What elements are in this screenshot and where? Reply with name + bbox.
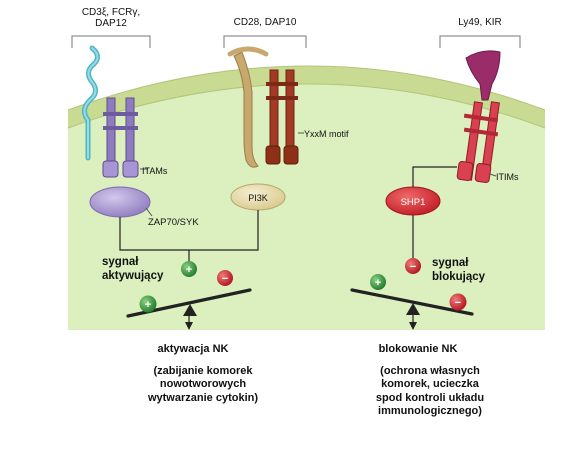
zap70-syk-label: ZAP70/SYK (148, 217, 199, 228)
inhibition-outcome: blokowanie NK (ochrona własnych komorek,… (350, 343, 510, 419)
itams-label: ITAMs (142, 166, 168, 176)
activation-description-line: nowotworowych (159, 378, 247, 390)
receptor-label-left: CD3ξ, FCRγ, DAP12 (72, 7, 150, 29)
inhibitory-signal-line: blokujący (432, 271, 486, 283)
minus-weight-icon (449, 293, 467, 311)
receptor-label-middle: CD28, DAP10 (233, 17, 297, 28)
cell-membrane (68, 66, 545, 128)
minus-glyph: − (455, 297, 461, 309)
plus-glyph: + (375, 277, 381, 289)
activating-signal-line: sygnał (102, 256, 139, 268)
inhibitory-receptor-complex (456, 50, 501, 183)
plus-glyph: + (186, 264, 192, 276)
coreceptor-complex (227, 46, 304, 168)
receptor-label-left-line: DAP12 (95, 18, 127, 29)
inhibition-title: blokowanie NK (378, 343, 458, 355)
bracket-right (439, 35, 521, 48)
inhibitory-signal-line (412, 166, 457, 187)
inhibition-description-line: (ochrona własnych (380, 364, 480, 377)
activation-description-line: wytwarzanie cytokin) (147, 391, 259, 404)
minus-glyph: − (410, 261, 416, 273)
plus-glyph: + (145, 299, 151, 311)
activation-title: aktywacja NK (157, 343, 229, 355)
receptor-label-right: Ly49, KIR (458, 17, 502, 28)
pi3k-label: PI3K (248, 193, 268, 203)
inhibition-description-line: spod kontroli układu (375, 391, 485, 404)
yxxm-motif-label: YxxM motif (304, 129, 349, 139)
activating-signal-line: aktywujący (102, 270, 164, 282)
activating-receptor-complex (82, 45, 148, 178)
inhibitory-signal-line: sygnał (432, 257, 469, 269)
plus-weight-icon (139, 295, 157, 313)
bracket-left (71, 35, 151, 48)
plus-signal-icon (181, 261, 197, 277)
inhibitory-signal-label: sygnał blokujący (432, 256, 485, 284)
activation-description-line: (zabijanie komorek (153, 364, 253, 377)
activation-outcome: aktywacja NK (zabijanie komorek nowotwor… (120, 343, 286, 405)
plus-signal-icon (370, 274, 386, 290)
receptor-label-left-line: CD3ξ, FCRγ, (81, 7, 141, 18)
itims-label: ITIMs (496, 172, 519, 182)
activating-signal-label: sygnał aktywujący (102, 255, 163, 283)
inhibition-description-line: immunologicznego) (378, 405, 482, 417)
minus-glyph: − (222, 273, 228, 285)
inhibition-description-line: komorek, ucieczka (381, 378, 479, 390)
bracket-middle (223, 35, 307, 48)
minus-signal-icon (217, 270, 233, 286)
zap70-syk-kinase (89, 186, 151, 218)
minus-signal-icon (405, 258, 421, 274)
shp1-label: SHP1 (401, 197, 426, 208)
inhibition-balance (350, 288, 474, 330)
